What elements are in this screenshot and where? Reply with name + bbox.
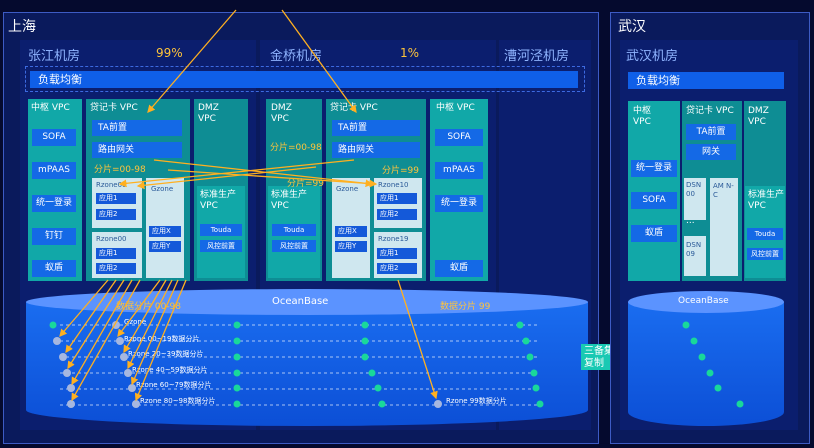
zj-ta: TA前置 bbox=[92, 120, 182, 136]
wh-prod-title: 标准生产 VPC bbox=[748, 190, 785, 211]
ob-row-2: Rzone 20~39数据分片 bbox=[128, 350, 204, 358]
replication-label: 三备集群复制 bbox=[584, 346, 624, 369]
jq-gzone-appy: 应用Y bbox=[335, 241, 367, 252]
wh-gateway: 网关 bbox=[686, 144, 736, 160]
wh-risk: 风控前置 bbox=[747, 248, 783, 260]
zj-touda: Touda bbox=[200, 224, 242, 236]
zj-rzone2-app1: 应用1 bbox=[96, 248, 136, 259]
jq-prod-title: 标准生产VPC bbox=[271, 190, 308, 211]
zj-gateway: 路由网关 bbox=[92, 142, 182, 158]
jq-sofa: SOFA bbox=[435, 129, 483, 146]
wh-oceanbase-cylinder bbox=[628, 291, 784, 426]
jq-rzone2-app2: 应用2 bbox=[377, 263, 417, 274]
jq-shard-label: 分片=00-98 bbox=[270, 143, 322, 153]
wh-amc bbox=[710, 178, 738, 276]
wuhan-room-title: 武汉机房 bbox=[626, 49, 679, 64]
jq-mpaas: mPAAS bbox=[435, 162, 483, 179]
jq-rzone2-title: Rzone19 bbox=[378, 235, 409, 243]
wh-ta: TA前置 bbox=[686, 124, 736, 140]
load-balancer-frame bbox=[25, 66, 585, 92]
wh-dmz-title: DMZ VPC bbox=[748, 106, 769, 127]
oceanbase-cylinder bbox=[26, 289, 588, 426]
wh-dsn-dots: ... bbox=[686, 216, 695, 226]
load-balancer: 负载均衡 bbox=[30, 71, 578, 88]
zj-rzone2-title: Rzone00 bbox=[96, 235, 127, 243]
zhangjiang-percent: 99% bbox=[156, 46, 183, 60]
wh-unified-login: 统一登录 bbox=[631, 160, 677, 177]
jq-rzone2-app1: 应用1 bbox=[377, 248, 417, 259]
ob-row-gzone: Gzone bbox=[124, 318, 147, 326]
wh-yidun: 蚁盾 bbox=[631, 225, 677, 242]
oceanbase-shard-right: 数据分片 99 bbox=[440, 302, 491, 312]
zj-gzone-title: Gzone bbox=[151, 185, 174, 193]
zj-loan-title: 贷记卡 VPC bbox=[90, 103, 138, 113]
zj-risk: 风控前置 bbox=[200, 240, 242, 252]
wh-dsn2 bbox=[684, 236, 706, 276]
wh-hub-vpc bbox=[628, 101, 680, 281]
zj-gzone-appy: 应用Y bbox=[149, 241, 181, 252]
jq-yidun: 蚁盾 bbox=[435, 260, 483, 277]
zj-dmz-title: DMZ VPC bbox=[198, 103, 219, 124]
jq-rzone1-app2: 应用2 bbox=[377, 209, 417, 220]
zj-mpaas: mPAAS bbox=[32, 162, 76, 179]
jq-gateway: 路由网关 bbox=[332, 142, 420, 158]
shanghai-title: 上海 bbox=[8, 19, 36, 35]
jq-gzone-title: Gzone bbox=[336, 185, 359, 193]
zhangjiang-title: 张江机房 bbox=[28, 49, 81, 64]
zj-rzone1-title: Rzone00 bbox=[96, 181, 127, 189]
wuhan-load-balancer: 负载均衡 bbox=[628, 72, 784, 89]
zj-prod-title: 标准生产VPC bbox=[200, 190, 237, 211]
wuhan-title: 武汉 bbox=[618, 19, 646, 35]
wh-sofa: SOFA bbox=[631, 192, 677, 209]
wh-dsn1 bbox=[684, 178, 706, 220]
jq-gzone-appx: 应用X bbox=[335, 226, 367, 237]
jq-unified-login: 统一登录 bbox=[435, 195, 483, 212]
caohejing-title: 漕河泾机房 bbox=[504, 49, 570, 64]
zj-gzone-appx: 应用X bbox=[149, 226, 181, 237]
jq-rzone1-title: Rzone10 bbox=[378, 181, 409, 189]
zj-hub-title: 中枢 VPC bbox=[31, 103, 70, 113]
zj-sofa: SOFA bbox=[32, 129, 76, 146]
zj-rzone2-app2: 应用2 bbox=[96, 263, 136, 274]
jq-shard-99b: 分片=99 bbox=[287, 179, 324, 189]
wh-touda: Touda bbox=[747, 228, 783, 240]
jq-dmz-title: DMZ VPC bbox=[271, 103, 292, 124]
jinqiao-title: 金桥机房 bbox=[270, 49, 323, 64]
jq-shard-99: 分片=99 bbox=[382, 166, 419, 176]
zj-rzone1-app2: 应用2 bbox=[96, 209, 136, 220]
ob-row-3: Rzone 40~59数据分片 bbox=[132, 366, 208, 374]
zj-yidun: 蚁盾 bbox=[32, 260, 76, 277]
ob-row-99: Rzone 99数据分片 bbox=[446, 397, 507, 405]
wh-amc-label: AM N-C bbox=[713, 182, 734, 199]
zj-dingding: 钉钉 bbox=[32, 228, 76, 245]
jq-ta: TA前置 bbox=[332, 120, 420, 136]
wh-dsn1-label: DSN 00 bbox=[686, 181, 702, 198]
jq-hub-title: 中枢 VPC bbox=[436, 103, 475, 113]
oceanbase-shard-left: 数据分片 00-98 bbox=[116, 302, 182, 312]
wh-loan-title: 贷记卡 VPC bbox=[686, 106, 734, 116]
wh-dsn2-label: DSN 09 bbox=[686, 241, 702, 258]
jq-rzone1-app1: 应用1 bbox=[377, 193, 417, 204]
wh-oceanbase-title: OceanBase bbox=[678, 296, 729, 306]
zj-unified-login: 统一登录 bbox=[32, 195, 76, 212]
jq-risk: 风控前置 bbox=[272, 240, 316, 252]
zj-rzone1-app1: 应用1 bbox=[96, 193, 136, 204]
oceanbase-title: OceanBase bbox=[272, 296, 329, 307]
jq-touda: Touda bbox=[272, 224, 316, 236]
ob-row-5: Rzone 80~98数据分片 bbox=[140, 397, 216, 405]
wh-hub-title: 中枢 VPC bbox=[633, 106, 652, 127]
ob-row-4: Rzone 60~79数据分片 bbox=[136, 381, 212, 389]
jinqiao-percent: 1% bbox=[400, 46, 420, 60]
zj-shard-label: 分片=00-98 bbox=[94, 165, 146, 175]
